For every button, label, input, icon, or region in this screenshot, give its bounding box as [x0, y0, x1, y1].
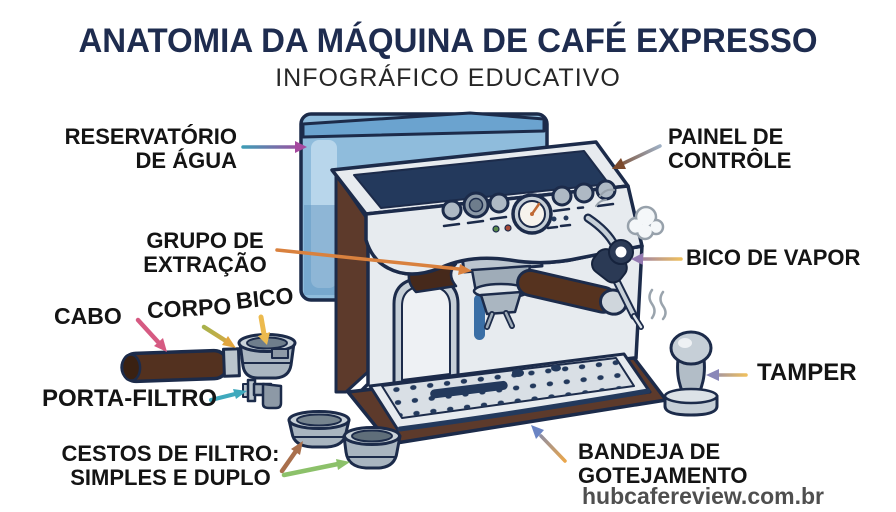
label-water-reservoir: RESERVATÓRIO DE ÁGUA	[40, 124, 237, 174]
drip-tray	[346, 352, 668, 446]
single-basket	[287, 410, 351, 449]
label-body: CORPO	[146, 292, 232, 324]
control-panel	[364, 179, 644, 276]
arrow-drip-tray	[531, 425, 567, 463]
label-filter-baskets: CESTOS DE FILTRO: SIMPLES E DUPLO	[58, 441, 283, 491]
label-handle: CABO	[54, 303, 122, 329]
arrow-body	[201, 324, 236, 348]
steam-wand	[583, 213, 644, 330]
label-line: RESERVATÓRIO	[64, 124, 237, 149]
panel-button	[488, 192, 510, 214]
panel-button	[441, 199, 463, 221]
panel-button	[551, 185, 573, 207]
filter-baskets-illustration	[287, 410, 402, 470]
indicator-light-green	[492, 225, 500, 233]
label-line: SIMPLES E DUPLO	[70, 465, 271, 491]
arrow-steam-wand	[631, 253, 683, 265]
arrow-basket-double	[281, 459, 350, 478]
double-basket	[342, 426, 402, 470]
label-portafilter: PORTA-FILTRO	[42, 385, 218, 412]
indicator-light-red	[504, 224, 512, 232]
machine-accent-slot	[474, 294, 485, 340]
espresso-machine	[299, 111, 668, 446]
arrow-handle	[135, 317, 167, 352]
arrow-spout	[258, 314, 270, 345]
arrow-basket-single	[279, 441, 303, 474]
page-subtitle: INFOGRÁFICO EDUCATIVO	[275, 64, 621, 92]
arrow-extraction-group	[275, 248, 472, 275]
label-line: DE ÁGUA	[135, 148, 237, 174]
page-title: ANATOMIA DA MÁQUINA DE CAFÉ EXPRESSO	[78, 22, 818, 60]
label-steam-wand: BICO DE VAPOR	[686, 245, 861, 270]
watermark: hubcafereview.com.br	[582, 483, 825, 509]
steam-cloud	[595, 188, 665, 241]
machine-arch	[392, 276, 460, 390]
label-tamper: TAMPER	[757, 359, 857, 386]
label-line: GOTEJAMENTO	[578, 463, 748, 489]
label-control-panel: PAINEL DE CONTRÔLE	[668, 124, 792, 174]
label-line: BANDEJA DE	[578, 439, 721, 464]
panel-markings	[442, 202, 615, 230]
tamper-illustration	[663, 330, 719, 417]
label-extraction-group: GRUPO DE EXTRAÇÃO	[135, 228, 275, 278]
heat-waves	[648, 288, 667, 321]
label-line: GRUPO DE	[146, 228, 264, 253]
label-line: CESTOS DE FILTRO:	[61, 441, 280, 466]
arrow-tamper	[706, 369, 748, 381]
portafilter-spout	[242, 378, 283, 410]
label-line: CONTRÔLE	[668, 148, 792, 174]
label-drip-tray: BANDEJA DE GOTEJAMENTO	[578, 439, 748, 489]
pressure-gauge	[511, 193, 553, 235]
attached-portafilter-handle	[516, 268, 628, 316]
callout-arrows	[135, 141, 748, 478]
arrow-water-reservoir	[241, 141, 307, 153]
arrow-control-panel	[612, 144, 662, 169]
panel-button	[573, 182, 595, 204]
label-line: EXTRAÇÃO	[143, 252, 267, 278]
label-line: PAINEL DE	[668, 124, 784, 149]
arrow-portafilter	[209, 389, 247, 402]
